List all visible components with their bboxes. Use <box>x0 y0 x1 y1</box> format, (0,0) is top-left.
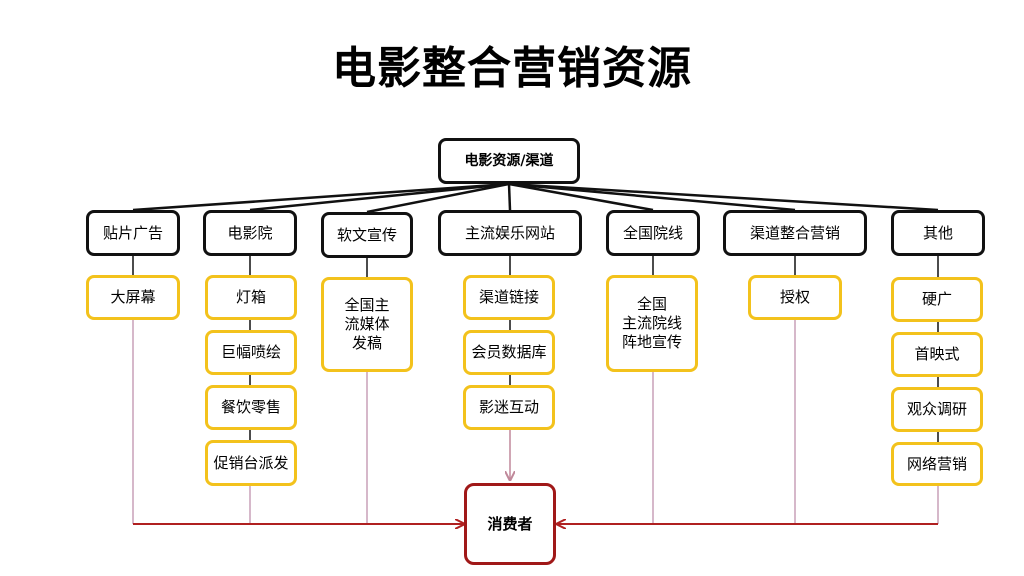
item-channel-link: 渠道链接 <box>463 275 555 320</box>
root-fan-lines <box>132 182 939 214</box>
item-premiere: 首映式 <box>891 332 983 377</box>
item-food-retail: 餐饮零售 <box>205 385 297 430</box>
item-member-db: 会员数据库 <box>463 330 555 375</box>
item-chain-promo: 全国 主流院线 阵地宣传 <box>606 275 698 372</box>
item-mainstream-media: 全国主 流媒体 发稿 <box>321 277 413 372</box>
item-big-screen: 大屏幕 <box>86 275 180 320</box>
root-node: 电影资源/渠道 <box>438 138 580 184</box>
category-channel-marketing: 渠道整合营销 <box>723 210 867 256</box>
consumer-node: 消费者 <box>464 483 556 565</box>
item-license: 授权 <box>748 275 842 320</box>
category-cinema-chains: 全国院线 <box>606 210 700 256</box>
category-item-lines <box>132 256 939 442</box>
category-tiepian: 贴片广告 <box>86 210 180 256</box>
category-soft-article: 软文宣传 <box>321 212 413 258</box>
category-entertainment-sites: 主流娱乐网站 <box>438 210 582 256</box>
item-lightbox: 灯箱 <box>205 275 297 320</box>
item-promo-desk: 促销台派发 <box>205 440 297 486</box>
item-online-marketing: 网络营销 <box>891 442 983 486</box>
item-hard-ad: 硬广 <box>891 277 983 322</box>
item-fan-interaction: 影迷互动 <box>463 385 555 430</box>
category-other: 其他 <box>891 210 985 256</box>
consumer-flow-lines <box>132 320 939 524</box>
item-audience-survey: 观众调研 <box>891 387 983 432</box>
item-banner-print: 巨幅喷绘 <box>205 330 297 375</box>
page-title: 电影整合营销资源 <box>332 43 692 94</box>
category-cinema: 电影院 <box>203 210 297 256</box>
